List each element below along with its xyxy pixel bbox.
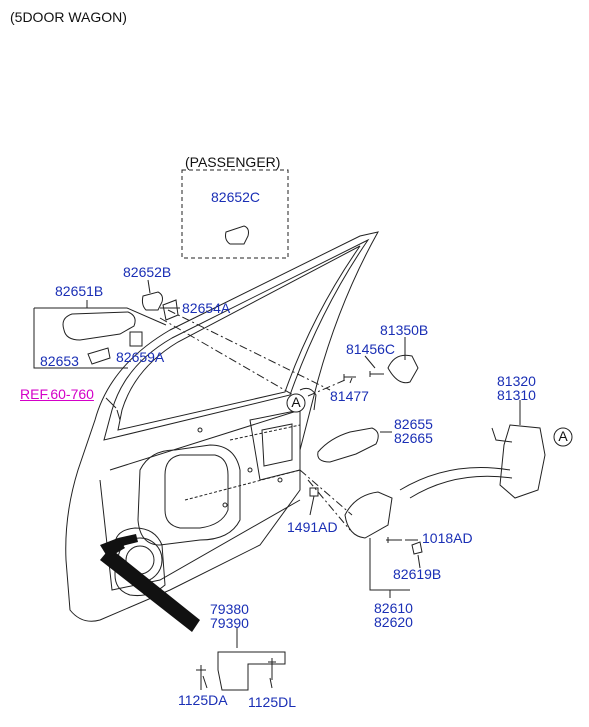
pad-82659A: [129, 331, 143, 347]
part-label-1125DL: 1125DL: [248, 694, 297, 710]
hinge-dark-2: [118, 534, 138, 546]
bolt-1125DL: [268, 658, 276, 680]
handle-82651B: [62, 311, 136, 341]
part-label-81320: 81320: [497, 373, 536, 389]
clip-82619B: [411, 541, 423, 555]
pad-82653: [87, 347, 111, 365]
part-label-81310: 81310: [497, 387, 536, 403]
clip-1491AD: [309, 487, 319, 497]
checker-sweep: [100, 548, 200, 632]
part-label-82651B: 82651B: [55, 283, 104, 299]
part-label-82655: 82655: [394, 416, 433, 432]
part-label-82653: 82653: [40, 353, 79, 369]
bracket-81350B: [387, 354, 419, 384]
part-label-82620: 82620: [374, 614, 413, 630]
part-label-82619B: 82619B: [393, 566, 442, 582]
latch-cable-2: [409, 475, 513, 499]
part-label-82654A: 82654A: [182, 300, 231, 316]
callout-circle-right: [553, 427, 573, 447]
part-label-79390: 79390: [210, 615, 249, 631]
part-label-82665: 82665: [394, 430, 433, 446]
inside-handle-82655: [317, 427, 379, 463]
bolt-1018AD: [387, 537, 402, 543]
bolt-1125DA: [196, 665, 206, 690]
cap-82652B: [141, 291, 163, 311]
part-label-1018AD: 1018AD: [422, 530, 473, 546]
checker-79380: [217, 651, 286, 691]
latch-rod: [491, 427, 513, 443]
latch-cable-1: [399, 467, 511, 491]
part-label-82610: 82610: [374, 600, 413, 616]
passenger-label: (PASSENGER): [185, 154, 281, 170]
part-label-81350B: 81350B: [380, 322, 429, 338]
bracket-82654A: [162, 299, 179, 321]
part-label-1125DA: 1125DA: [178, 692, 228, 708]
hinge-dark: [100, 538, 125, 558]
part-label-81456C: 81456C: [346, 341, 396, 357]
part-label-81477: 81477: [330, 388, 369, 404]
bolt-81477: [343, 374, 356, 380]
label-leaders: [33, 279, 521, 689]
part-label-82652C: 82652C: [211, 189, 261, 205]
cap-82652C: [225, 225, 249, 245]
reference-label[interactable]: REF.60-760: [20, 386, 94, 402]
page-title: (5DOOR WAGON): [10, 9, 127, 25]
callout-letter-right: A: [558, 428, 568, 444]
part-label-1491AD: 1491AD: [287, 519, 338, 535]
part-label-79380: 79380: [210, 601, 249, 617]
callout-letter-left: A: [291, 394, 301, 410]
bolt-81456C: [369, 371, 384, 377]
callout-circle-left: [286, 393, 306, 413]
remote-82610: [344, 491, 393, 539]
part-label-82652B: 82652B: [123, 264, 172, 280]
latch-81320: [499, 424, 546, 499]
passenger-box: [181, 169, 289, 259]
part-label-82659A: 82659A: [116, 349, 165, 365]
